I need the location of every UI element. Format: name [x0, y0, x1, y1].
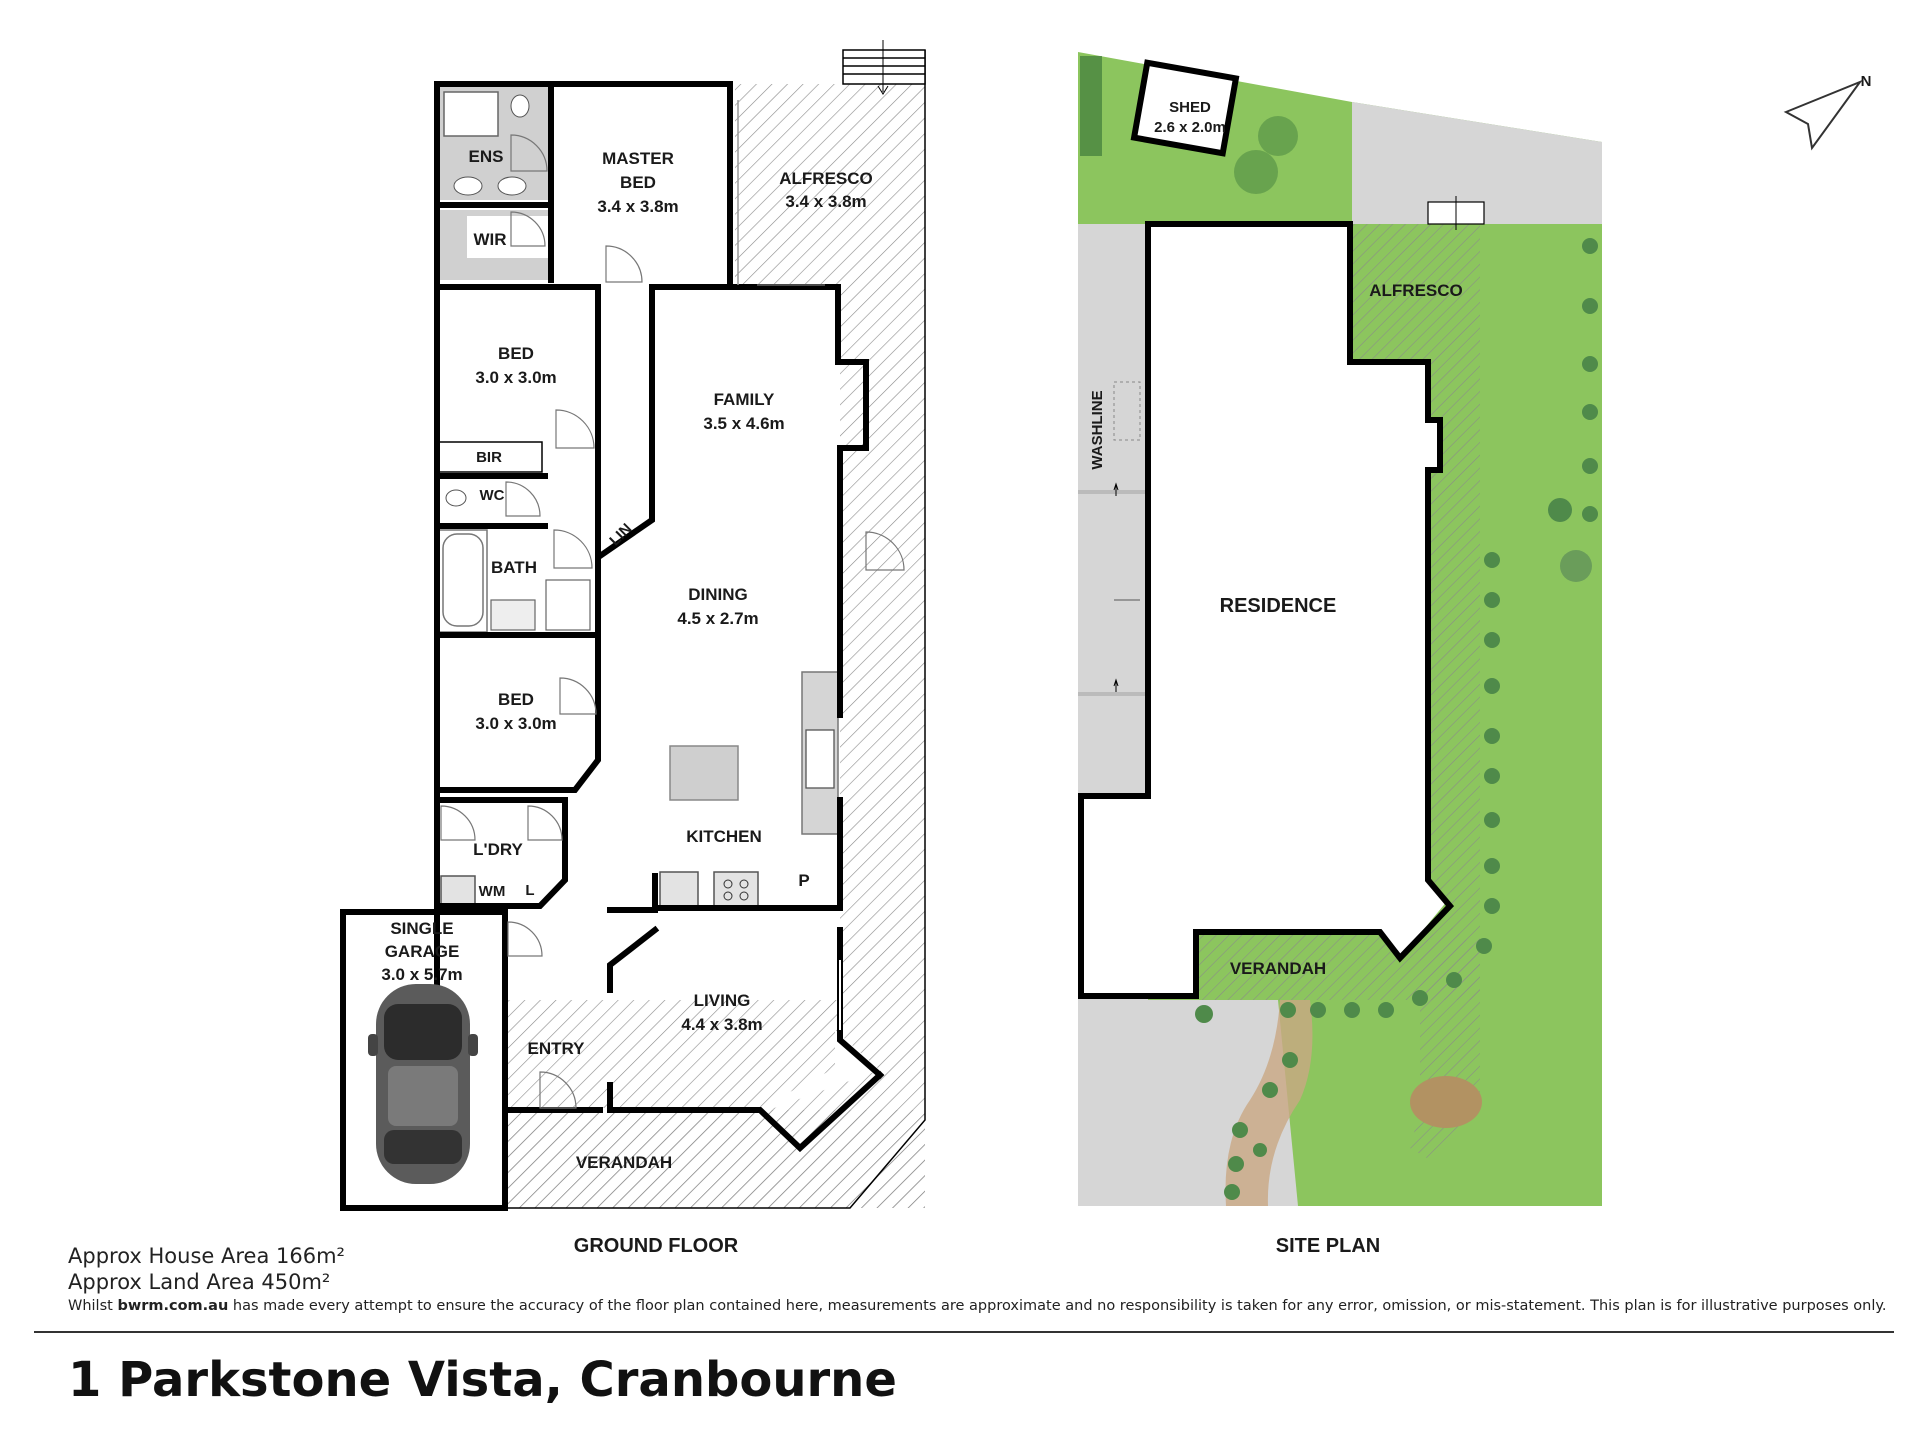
- room-label-bir: BIR: [476, 449, 502, 466]
- cooktop: [713, 871, 759, 907]
- residence-label: RESIDENCE: [1220, 595, 1337, 617]
- north-arrow-icon: N: [1783, 73, 1872, 151]
- room-size-bed-2: 3.0 x 3.0m: [475, 714, 556, 733]
- dishwasher: [659, 871, 699, 907]
- room-label-garage-2: GARAGE: [385, 942, 460, 961]
- room-size-bed-1: 3.0 x 3.0m: [475, 368, 556, 387]
- disclaimer-site: bwrm.com.au: [117, 1298, 229, 1314]
- shed-label: SHED: [1169, 99, 1211, 116]
- room-label-wir: WIR: [473, 230, 506, 249]
- disclaimer-post: has made every attempt to ensure the acc…: [228, 1298, 1887, 1314]
- room-size-living: 4.4 x 3.8m: [681, 1015, 762, 1034]
- stairs: [842, 40, 926, 95]
- room-label-living: LIVING: [694, 991, 751, 1010]
- room-label-pantry: P: [798, 871, 809, 890]
- room-label-master-2: BED: [620, 173, 656, 192]
- north-label: N: [1861, 73, 1872, 90]
- site-plan-caption: SITE PLAN: [1276, 1235, 1380, 1257]
- room-label-dining: DINING: [688, 585, 748, 604]
- ground-floor-plan: ENS MASTER BED 3.4 x 3.8m ALFRESCO 3.4 x…: [340, 40, 926, 1257]
- land-area-text: Approx Land Area 450m²: [68, 1270, 331, 1294]
- doors: [440, 134, 905, 1109]
- room-label-l: L: [525, 882, 534, 899]
- driveway-top: [1352, 102, 1602, 224]
- room-label-bed-1: BED: [498, 344, 534, 363]
- room-label-ensuite: ENS: [469, 147, 504, 166]
- shed: [1130, 59, 1240, 157]
- tree-icon: [1234, 116, 1592, 1128]
- laundry-tub: [440, 875, 476, 905]
- car-icon: [368, 984, 478, 1184]
- room-label-bed-2: BED: [498, 690, 534, 709]
- room-size-master: 3.4 x 3.8m: [597, 197, 678, 216]
- disclaimer-pre: Whilst: [68, 1298, 118, 1314]
- bathtub: [442, 533, 484, 627]
- room-label-alfresco: ALFRESCO: [779, 169, 873, 188]
- room-label-verandah: VERANDAH: [576, 1153, 672, 1172]
- room-size-family: 3.5 x 4.6m: [703, 414, 784, 433]
- room-label-kitchen: KITCHEN: [686, 827, 762, 846]
- room-label-laundry: L'DRY: [473, 840, 523, 859]
- room-size-garage: 3.0 x 5.7m: [381, 965, 462, 984]
- site-verandah-label: VERANDAH: [1230, 959, 1326, 978]
- room-label-family: FAMILY: [714, 390, 775, 409]
- room-label-bath: BATH: [491, 558, 537, 577]
- room-label-entry: ENTRY: [528, 1039, 586, 1058]
- house-area-text: Approx House Area 166m²: [68, 1244, 345, 1268]
- disclaimer-text: Whilst bwrm.com.au has made every attemp…: [68, 1298, 1888, 1314]
- residence-footprint: [1080, 224, 1448, 996]
- property-address: 1 Parkstone Vista, Cranbourne: [68, 1352, 897, 1408]
- footer-divider: [34, 1331, 1894, 1333]
- washline-label: WASHLINE: [1089, 390, 1106, 469]
- shed-size: 2.6 x 2.0m: [1154, 119, 1226, 136]
- room-label-wm: WM: [479, 883, 506, 900]
- hedge-plants: [1195, 238, 1598, 1200]
- footpath: [1225, 1000, 1313, 1206]
- room-label-master-1: MASTER: [602, 149, 674, 168]
- room-label-garage-1: SINGLE: [390, 919, 453, 938]
- room-label-wc: WC: [480, 487, 505, 504]
- kitchen-sink: [805, 729, 835, 789]
- kitchen-island: [669, 745, 739, 801]
- ground-floor-caption: GROUND FLOOR: [574, 1235, 739, 1257]
- verandah-hatch: [508, 1110, 925, 1208]
- site-alfresco-label: ALFRESCO: [1369, 281, 1463, 300]
- room-size-dining: 4.5 x 2.7m: [677, 609, 758, 628]
- site-verandah-hatch: [1195, 924, 1480, 1000]
- room-size-alfresco: 3.4 x 3.8m: [785, 192, 866, 211]
- site-plan: N: [1078, 52, 1871, 1257]
